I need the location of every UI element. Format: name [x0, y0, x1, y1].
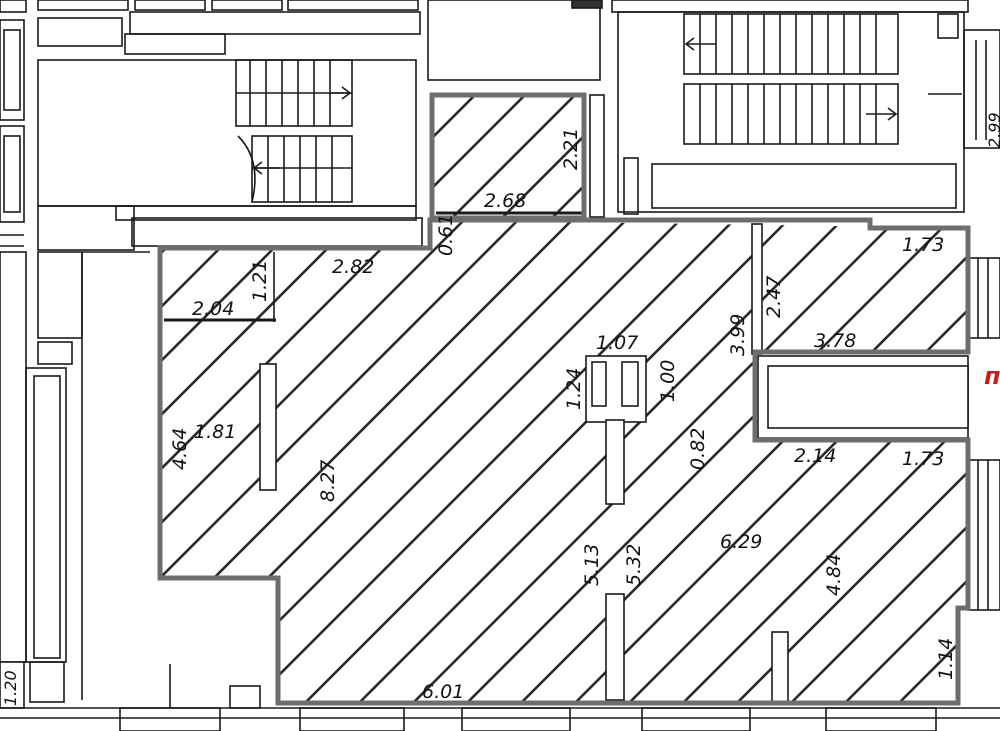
dim-2-14: 2.14: [794, 445, 836, 467]
dim-5-13: 5.13: [581, 544, 603, 586]
dim-2-82: 2.82: [332, 256, 374, 278]
highlighted-walls: [157, 92, 971, 706]
dim-6-01: 6.01: [422, 681, 464, 703]
dim-8-27: 8.27: [317, 460, 339, 502]
dim-4-84: 4.84: [823, 554, 845, 596]
dim-2-21: 2.21: [560, 128, 582, 170]
hatch-small-room: [432, 95, 584, 218]
dim-1-24: 1.24: [563, 368, 585, 410]
dim-1-20: 1.20: [1, 670, 20, 706]
dim-1-07: 1.07: [596, 332, 638, 354]
dim-3-99: 3.99: [727, 314, 749, 356]
dim-5-32: 5.32: [623, 544, 645, 586]
dim-1-81: 1.81: [194, 421, 236, 443]
dim-1-21: 1.21: [249, 260, 271, 302]
dim-2-04: 2.04: [192, 298, 234, 320]
dim-1-00: 1.00: [657, 360, 679, 402]
red-corner-mark: п: [984, 362, 1000, 390]
dim-2-47: 2.47: [763, 276, 785, 318]
dim-0-82: 0.82: [687, 428, 709, 470]
dim-edge-right: 2.99: [985, 112, 1000, 148]
dim-0-61: 0.61: [435, 214, 457, 256]
dim-6-29: 6.29: [720, 531, 762, 553]
dim-1-73-mid: 1.73: [902, 448, 944, 470]
dim-4-64: 4.64: [169, 428, 191, 470]
dim-2-68: 2.68: [484, 190, 526, 212]
interior-structures: [164, 211, 969, 703]
dimension-labels: 2.21 2.68 0.61 2.82 1.21 2.04 1.73 2.47 …: [1, 112, 1000, 706]
dim-1-14: 1.14: [935, 638, 957, 680]
dim-3-78: 3.78: [814, 330, 856, 352]
dim-1-73-top: 1.73: [902, 234, 944, 256]
